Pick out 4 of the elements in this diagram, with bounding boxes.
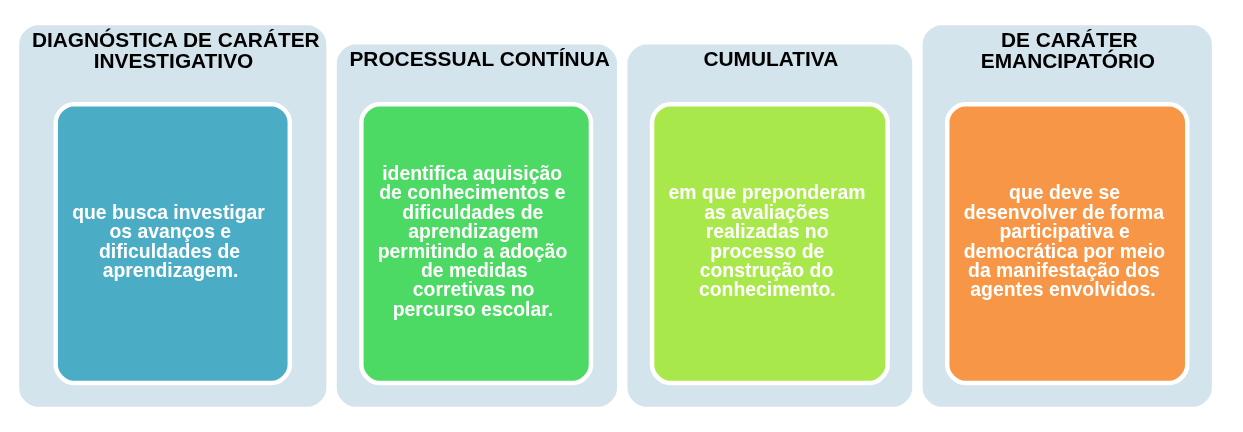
node-box: que deve se desenvolver de forma participativa e democrática por meio da manifestação dos agentes envolvidos. — [945, 101, 1190, 386]
node-box: em que preponderam as avaliações realizadas no processo de construção do conhecimento. — [649, 101, 890, 386]
node-box: identifica aquisição de conhecimentos e dificuldades de aprendizagem permitindo a adoção de medidas corretivas no percurso escolar. — [359, 101, 594, 386]
node-box: que busca investigar os avanços e dificuldades de aprendizagem. — [53, 101, 293, 386]
